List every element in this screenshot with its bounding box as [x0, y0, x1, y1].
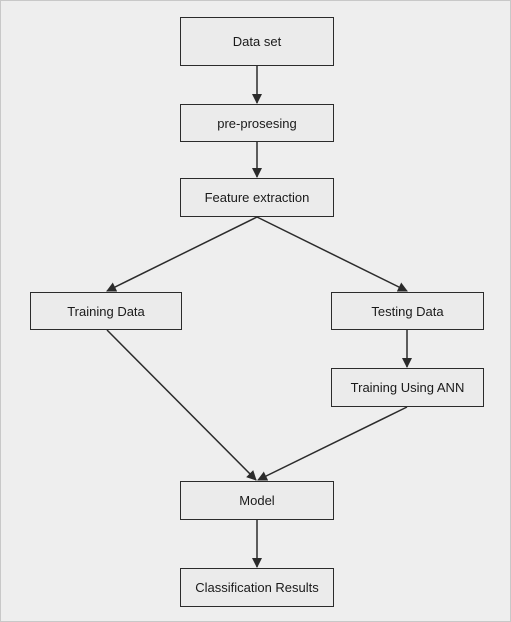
node-classification-results: Classification Results	[180, 568, 334, 607]
node-classification-results-label: Classification Results	[195, 580, 319, 595]
edge-training-ann-to-model	[257, 406, 408, 481]
node-testing-data: Testing Data	[331, 292, 484, 330]
node-dataset: Data set	[180, 17, 334, 66]
node-training-ann: Training Using ANN	[331, 368, 484, 407]
node-model: Model	[180, 481, 334, 520]
node-dataset-label: Data set	[232, 34, 282, 49]
edge-training-data-to-model	[106, 329, 257, 481]
node-training-ann-label: Training Using ANN	[350, 380, 465, 395]
node-feature-extraction-label: Feature extraction	[204, 190, 310, 205]
node-training-data: Training Data	[30, 292, 182, 330]
edge-feature-extraction-to-testing-data	[256, 216, 408, 292]
node-model-label: Model	[239, 493, 275, 508]
node-preprocessing: pre-prosesing	[180, 104, 334, 142]
node-feature-extraction: Feature extraction	[180, 178, 334, 217]
node-preprocessing-label: pre-prosesing	[217, 115, 297, 131]
node-training-data-label: Training Data	[67, 303, 145, 319]
edge-feature-extraction-to-training-data	[106, 216, 258, 292]
node-testing-data-label: Testing Data	[371, 303, 444, 319]
